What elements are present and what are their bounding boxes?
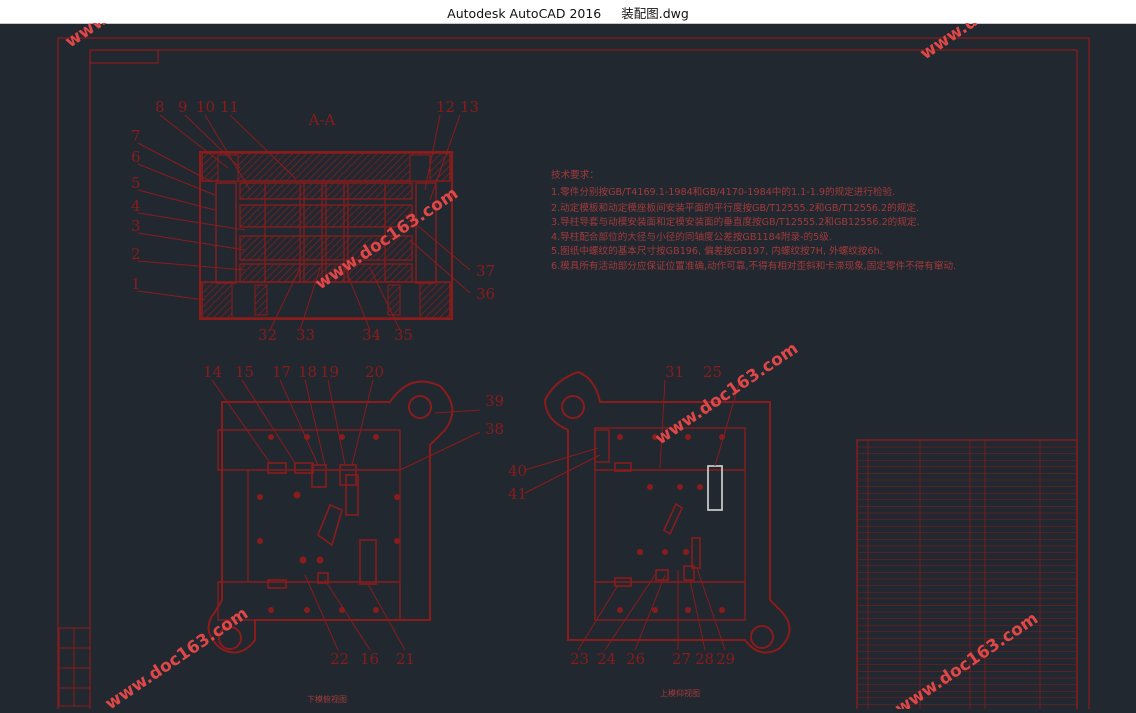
callout-1: 1 — [131, 275, 141, 293]
callout-2: 2 — [131, 245, 141, 263]
callout-24: 24 — [597, 650, 616, 668]
callout-13: 13 — [460, 98, 479, 116]
callout-3: 3 — [131, 217, 141, 235]
app-title: Autodesk AutoCAD 2016 — [447, 6, 602, 21]
callout-12: 12 — [436, 98, 455, 116]
window-title: Autodesk AutoCAD 2016 装配图.dwg — [0, 3, 1136, 22]
watermark-4: www.doc163.com — [652, 339, 802, 449]
note-line-3: 3.导柱导套与动模安装面和定模安装面的垂直度按GB/T12555.2和GB125… — [551, 216, 920, 228]
callout-35: 35 — [394, 326, 413, 344]
lower-mold-plan-view[interactable]: 14 15 17 18 19 20 39 38 22 16 21 下模俯视图 — [203, 363, 504, 704]
upper-view-caption: 上模仰视图 — [660, 688, 700, 698]
note-line-2: 2.动定模板和动定模座板间安装平面的平行度按GB/T12555.2和GB/T12… — [551, 202, 919, 214]
watermark-5: www.doc163.com — [102, 604, 252, 709]
file-name: 装配图.dwg — [621, 6, 689, 21]
callout-25: 25 — [703, 363, 722, 381]
callout-27: 27 — [672, 650, 691, 668]
watermark-2: www.doc163.com — [917, 23, 1067, 64]
callout-14: 14 — [203, 363, 222, 381]
callout-7: 7 — [131, 127, 141, 145]
watermark-6: www.doc163.com — [892, 609, 1042, 709]
callout-23: 23 — [570, 650, 589, 668]
callout-36: 36 — [476, 285, 495, 303]
callout-18: 18 — [298, 363, 317, 381]
callout-41: 41 — [508, 485, 527, 503]
section-label: A-A — [308, 111, 336, 129]
callout-9: 9 — [178, 98, 188, 116]
sheet-border — [57, 37, 1090, 713]
callout-11: 11 — [220, 98, 239, 116]
callout-20: 20 — [365, 363, 384, 381]
callout-34: 34 — [362, 326, 381, 344]
title-bar: Autodesk AutoCAD 2016 装配图.dwg — [0, 0, 1136, 24]
callout-31: 31 — [665, 363, 684, 381]
parts-list-table[interactable] — [856, 439, 1078, 711]
callout-5: 5 — [131, 174, 141, 192]
note-line-1: 1.零件分别按GB/T4169.1-1984和GB/4170-1984中的1.1… — [551, 186, 895, 198]
callout-29: 29 — [716, 650, 735, 668]
callout-4: 4 — [131, 197, 141, 215]
upper-mold-plan-view[interactable]: 31 25 40 41 23 24 26 27 28 29 上模仰视图 — [508, 363, 791, 698]
callout-19: 19 — [320, 363, 339, 381]
callout-40: 40 — [508, 462, 527, 480]
lower-view-caption: 下模俯视图 — [307, 694, 347, 704]
callout-22: 22 — [330, 650, 349, 668]
callout-6: 6 — [131, 148, 141, 166]
callout-16: 16 — [360, 650, 379, 668]
callout-28: 28 — [695, 650, 714, 668]
callout-15: 15 — [235, 363, 254, 381]
callout-26: 26 — [626, 650, 645, 668]
technical-notes[interactable]: 技术要求： 1.零件分别按GB/T4169.1-1984和GB/4170-198… — [551, 169, 956, 272]
callout-39: 39 — [485, 392, 504, 410]
callout-8: 8 — [155, 98, 165, 116]
callout-33: 33 — [296, 326, 315, 344]
callout-10: 10 — [196, 98, 215, 116]
left-title-strip — [58, 627, 91, 707]
callout-37: 37 — [476, 262, 495, 280]
section-view-a-a[interactable]: A-A — [131, 98, 495, 344]
note-line-6: 6.模具所有活动部分应保证位置准确,动作可靠,不得有相对歪斜和卡滞现象,固定零件… — [551, 260, 956, 272]
callout-32: 32 — [258, 326, 277, 344]
cad-drawing: A-A — [57, 0, 1090, 713]
note-line-4: 4.导柱配合部位的大径与小径的同轴度公差按GB1184附录-的5级. — [551, 231, 832, 243]
callout-17: 17 — [272, 363, 291, 381]
note-line-5: 5.图纸中螺纹的基本尺寸按GB196, 偏差按GB197, 内螺纹按7H, 外螺… — [551, 245, 883, 257]
callout-21: 21 — [396, 650, 415, 668]
callout-38: 38 — [485, 420, 504, 438]
notes-heading: 技术要求： — [551, 169, 599, 181]
